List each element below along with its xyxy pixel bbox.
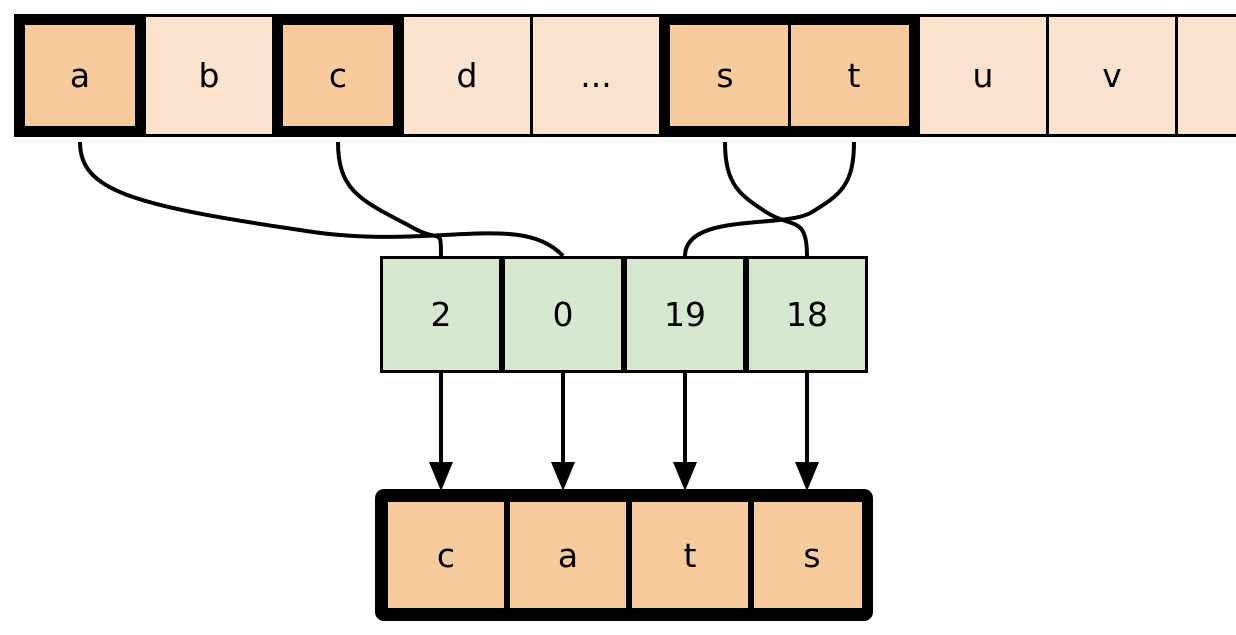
alphabet-cell-ellipsis-2[interactable]: ...: [1175, 14, 1236, 137]
output-cell-1[interactable]: a: [507, 499, 629, 611]
curve-a-to-index-0: [78, 141, 565, 258]
alphabet-cell-c[interactable]: c: [272, 14, 404, 137]
index-array: 2 0 19 18: [380, 256, 868, 373]
alphabet-cell-b[interactable]: b: [143, 14, 275, 137]
arrow-index-19-to-output-t: [673, 373, 697, 491]
index-cell-0[interactable]: 2: [380, 256, 502, 373]
index-cell-2[interactable]: 19: [624, 256, 746, 373]
curve-t-to-index-19: [683, 141, 856, 257]
index-cell-3[interactable]: 18: [746, 256, 868, 373]
alphabet-array: a b c d ... s t u v ...: [14, 14, 1236, 137]
alphabet-cell-s[interactable]: s: [659, 14, 791, 137]
output-array: c a t s: [375, 489, 873, 621]
arrow-index-0-to-output-a: [551, 373, 575, 491]
output-cell-0[interactable]: c: [385, 499, 507, 611]
output-cell-3[interactable]: s: [751, 499, 873, 611]
alphabet-cell-ellipsis-1[interactable]: ...: [530, 14, 662, 137]
alphabet-cell-d[interactable]: d: [401, 14, 533, 137]
arrow-index-2-to-output-c: [429, 373, 453, 491]
curve-s-to-index-18: [723, 141, 809, 257]
index-cell-1[interactable]: 0: [502, 256, 624, 373]
alphabet-cell-u[interactable]: u: [917, 14, 1049, 137]
output-cell-2[interactable]: t: [629, 499, 751, 611]
arrow-index-18-to-output-s: [795, 373, 819, 491]
alphabet-cell-v[interactable]: v: [1046, 14, 1178, 137]
alphabet-cell-t[interactable]: t: [788, 14, 920, 137]
curve-c-to-index-2: [336, 141, 443, 257]
alphabet-cell-a[interactable]: a: [14, 14, 146, 137]
